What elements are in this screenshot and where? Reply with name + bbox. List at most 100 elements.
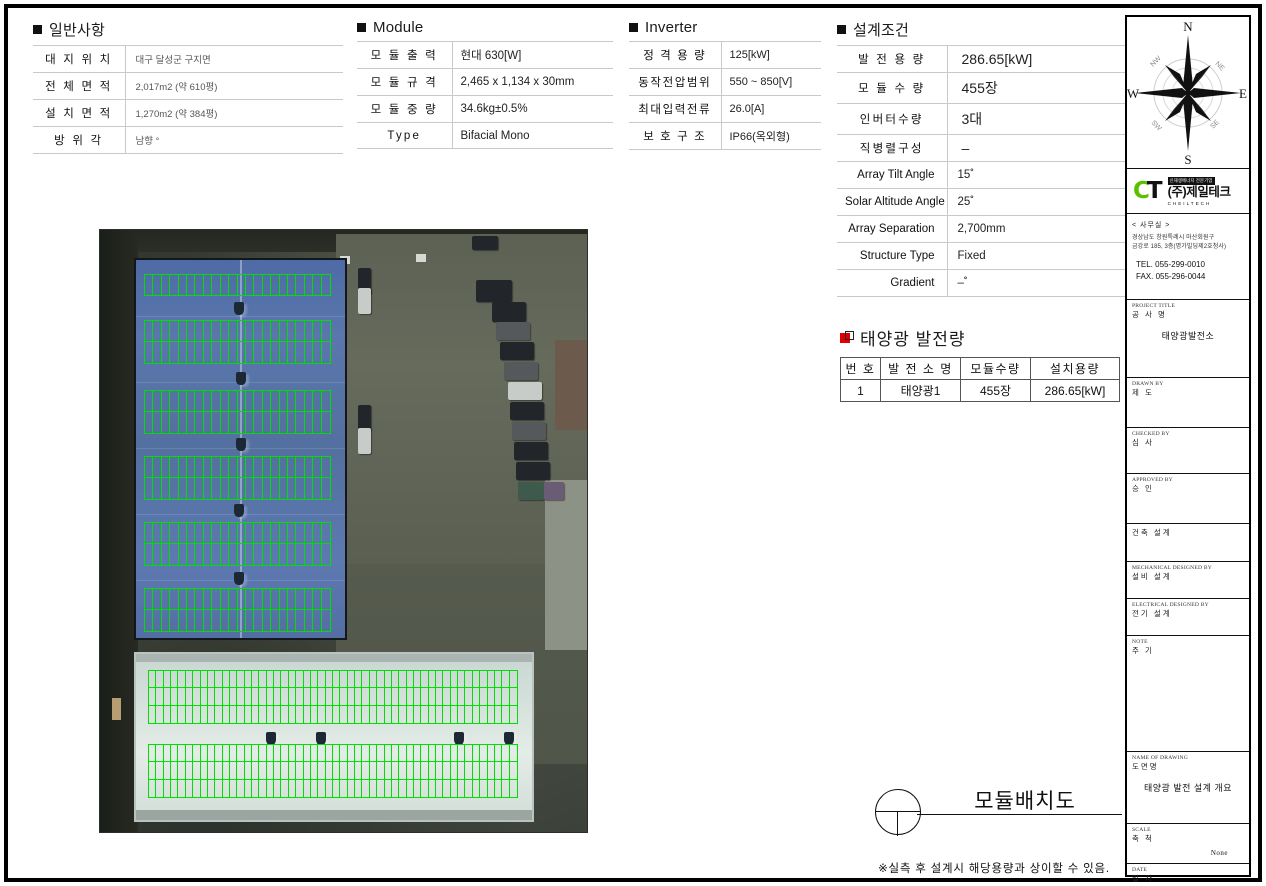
output-heading-label: 태양광 발전량 [860, 330, 966, 349]
spec-value: 550 ~ 850[V] [721, 68, 821, 96]
module-array [144, 456, 331, 500]
spec-heading-general-label: 일반사항 [49, 22, 106, 39]
title-block-row-label-kr: 심 사 [1132, 438, 1154, 448]
spec-key: Gradient [837, 269, 948, 297]
car [358, 405, 371, 431]
drawing-frame-inner [7, 7, 1259, 879]
bullet-square-icon [357, 23, 366, 32]
spec-table-general: 대 지 위 치 대구 달성군 구지면 전 체 면 적 2,017m2 (약 61… [33, 45, 343, 154]
table-row: 설 치 면 적 1,270m2 (약 384평) [33, 99, 343, 127]
spec-block-inverter: Inverter 정 격 용 량 125[kW] 동작전압범위 550 ~ 85… [629, 19, 821, 150]
company-name-kr: (주)제일테크 [1167, 185, 1231, 200]
address-line-2: 금강로 185, 3층(명가빌딩제2호청사) [1132, 244, 1227, 250]
table-row: 모 듈 규 격 2,465 x 1,134 x 30mm [357, 68, 613, 96]
car [518, 482, 544, 500]
site-plan-satellite-image [99, 229, 588, 833]
spec-heading-module-label: Module [373, 19, 424, 36]
spec-table-design: 발 전 용 량 286.65[kW] 모 듈 수 량 455장 인버터수량 3대… [837, 45, 1127, 297]
spec-heading-inverter: Inverter [629, 19, 821, 36]
spec-value: 1,270m2 (약 384평) [125, 99, 343, 127]
spec-key: 모 듈 규 격 [357, 68, 453, 96]
table-row: Array Tilt Angle 15˚ [837, 161, 1127, 189]
spec-value: 2,017m2 (약 610평) [125, 72, 343, 100]
table-header-row: 번 호 발 전 소 명 모듈수량 설치용량 [840, 357, 1120, 380]
cell-capacity: 286.65[kW] [1030, 379, 1120, 402]
title-block-row-label-en: CHECKED BY [1132, 431, 1170, 437]
spec-key: 정 격 용 량 [629, 41, 722, 69]
spec-value: 15˚ [947, 161, 1127, 189]
spec-block-module: Module 모 듈 출 력 현대 630[W] 모 듈 규 격 2,465 x… [357, 19, 613, 149]
title-block-row-value: None [1210, 848, 1228, 857]
table-row: 인버터수량 3대 [837, 103, 1127, 135]
spec-value: – [947, 134, 1127, 162]
title-block-row-label-en: DRAWN BY [1132, 381, 1164, 387]
car [514, 442, 548, 460]
spec-value: 286.65[kW] [947, 45, 1127, 73]
output-table: 번 호 발 전 소 명 모듈수량 설치용량 1 태양광1 455장 286.65… [840, 357, 1120, 402]
roof-vent [234, 302, 244, 315]
building-b-light-roof [134, 652, 534, 822]
title-block-row-label-kr: 축 척 [1132, 834, 1154, 844]
title-block-row-label-en: MECHANICAL DESIGNED BY [1132, 565, 1213, 571]
spec-value: 455장 [947, 72, 1127, 104]
module-array [144, 390, 331, 434]
logo-badge: 신재생에너지 전문기업 [1167, 177, 1215, 186]
spec-heading-module: Module [357, 19, 613, 36]
table-row: 모 듈 수 량 455장 [837, 72, 1127, 104]
logo-t-mark-icon: T [1146, 178, 1163, 204]
spec-key: 동작전압범위 [629, 68, 722, 96]
spec-key: Solar Altitude Angle [837, 188, 948, 216]
cell-index: 1 [840, 379, 881, 402]
title-block-row-label-kr: 제 도 [1132, 388, 1154, 398]
car [358, 428, 371, 454]
roof-edge-bottom [136, 810, 532, 820]
table-row: 직병렬구성 – [837, 134, 1127, 162]
title-block-row-label-kr: 일 자 [1132, 874, 1154, 884]
table-row: 모 듈 중 량 34.6kg±0.5% [357, 95, 613, 123]
roof-edge-top [136, 654, 532, 662]
spec-key: 방 위 각 [33, 126, 126, 154]
car [510, 402, 544, 420]
title-block-row-label-en: ELECTRICAL DESIGNED BY [1132, 602, 1209, 608]
output-summary-block: 태양광 발전량 번 호 발 전 소 명 모듈수량 설치용량 1 태양광1 455… [840, 325, 1120, 402]
table-row: 보 호 구 조 IP66(옥외형) [629, 122, 821, 150]
spec-heading-general: 일반사항 [33, 19, 343, 40]
bullet-square-icon [837, 25, 846, 34]
spec-key: Array Tilt Angle [837, 161, 948, 189]
spec-key: 모 듈 중 량 [357, 95, 453, 123]
svg-text:NW: NW [1149, 55, 1162, 68]
drawing-note: ※실측 후 설계시 해당용량과 상이할 수 있음. [878, 863, 1110, 875]
car [492, 302, 526, 322]
drawing-title-label: 모듈배치도 [974, 790, 1076, 813]
car [358, 288, 371, 314]
table-row: 전 체 면 적 2,017m2 (약 610평) [33, 72, 343, 100]
compass-rose-cell: N S W E NE NW SE SW [1127, 17, 1249, 169]
car [508, 382, 542, 400]
title-block-row-label-en: DATE [1132, 867, 1148, 873]
title-block: N S W E NE NW SE SW C T 신재생에너지 전문기업 (주)제… [1125, 15, 1251, 883]
spec-table-module: 모 듈 출 력 현대 630[W] 모 듈 규 격 2,465 x 1,134 … [357, 41, 613, 149]
table-row: 최대입력전류 26.0[A] [629, 95, 821, 123]
title-block-row-label-kr: 설비 설계 [1132, 572, 1172, 582]
module-array [144, 320, 331, 364]
svg-text:N: N [1183, 19, 1193, 34]
company-address-cell: < 사무실 > 경상남도 창원특례시 마산회원구 금강로 185, 3층(명가빌… [1127, 214, 1249, 300]
spec-heading-design: 설계조건 [837, 19, 1127, 40]
spec-value: 25˚ [947, 188, 1127, 216]
bullet-square-icon [629, 23, 638, 32]
table-row: 동작전압범위 550 ~ 850[V] [629, 68, 821, 96]
spec-key: 최대입력전류 [629, 95, 722, 123]
spec-heading-design-label: 설계조건 [853, 22, 910, 39]
roof-vent [234, 504, 244, 517]
spec-value: 대구 달성군 구지면 [125, 45, 343, 73]
spec-key: 전 체 면 적 [33, 72, 126, 100]
roof-vent [236, 438, 246, 451]
